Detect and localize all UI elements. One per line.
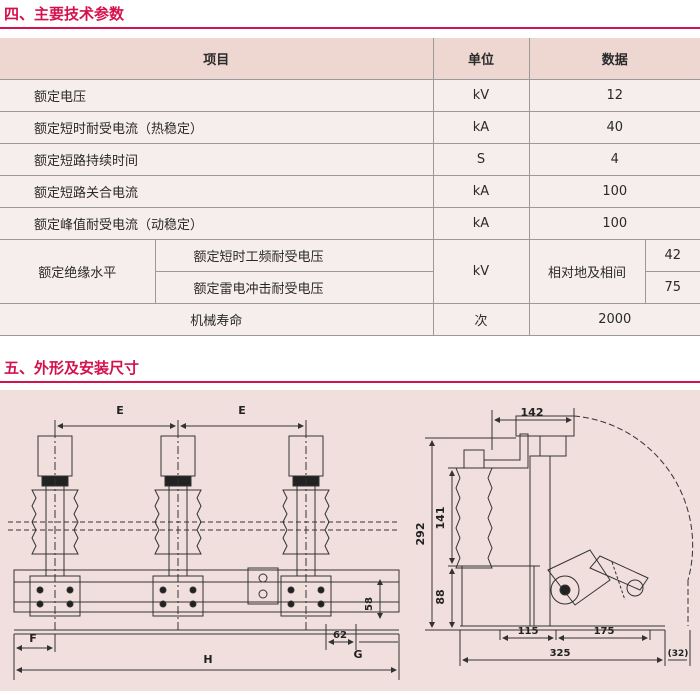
dim-label-f: F [29, 632, 37, 645]
row-unit: S [432, 143, 530, 176]
insulation-unit: kV [432, 239, 530, 304]
parameters-table: 项目 单位 数据 额定电压 kV 12 额定短时耐受电流（热稳定） kA 40 … [0, 38, 700, 336]
front-view [8, 420, 400, 680]
header-data: 数据 [528, 38, 700, 80]
dim-label-141: 141 [434, 507, 447, 530]
row-item: 额定短时耐受电流（热稳定） [0, 111, 434, 144]
dimension-drawing: E E F H G 62 58 [8, 404, 694, 680]
dim-label-e2: E [238, 404, 246, 417]
section-title-dimensions: 五、外形及安装尺寸 [4, 359, 140, 377]
table-row: 额定短时耐受电流（热稳定） kA 40 [0, 111, 700, 144]
table-row: 额定峰值耐受电流（动稳定） kA 100 [0, 207, 700, 240]
dim-label-62: 62 [333, 630, 347, 641]
insulation-sub-value: 75 [644, 271, 700, 304]
row-value: 100 [528, 207, 700, 240]
dim-label-e1: E [116, 404, 124, 417]
pole-3 [280, 430, 332, 630]
row-unit: 次 [432, 303, 530, 336]
row-item: 额定峰值耐受电流（动稳定） [0, 207, 434, 240]
dim-label-325: 325 [550, 648, 571, 659]
row-value: 40 [528, 111, 700, 144]
row-item: 机械寿命 [0, 303, 434, 336]
dim-label-88: 88 [434, 589, 447, 604]
section-title-parameters: 四、主要技术参数 [4, 5, 125, 23]
table-row: 额定绝缘水平 额定短时工频耐受电压 kV 相对地及相间 42 [0, 239, 700, 304]
dim-label-292: 292 [414, 523, 427, 546]
insulation-sub-item: 额定短时工频耐受电压 [154, 239, 434, 272]
side-view [425, 408, 694, 666]
table-row: 额定雷电冲击耐受电压 75 [0, 271, 700, 304]
dimension-drawing-panel: E E F H G 62 58 [0, 390, 700, 691]
insulation-sub-value: 42 [644, 239, 700, 272]
row-value: 12 [528, 79, 700, 112]
dim-label-58: 58 [364, 597, 375, 611]
insulation-label: 额定绝缘水平 [0, 239, 156, 304]
row-item: 额定短路关合电流 [0, 175, 434, 208]
row-value: 4 [528, 143, 700, 176]
row-unit: kV [432, 79, 530, 112]
table-row: 机械寿命 次 2000 [0, 303, 700, 336]
section-divider [0, 27, 700, 29]
pole-2 [152, 430, 204, 630]
row-unit: kA [432, 111, 530, 144]
dim-label-142: 142 [521, 406, 544, 419]
insulation-condition: 相对地及相间 [528, 239, 646, 304]
row-unit: kA [432, 207, 530, 240]
row-item: 额定电压 [0, 79, 434, 112]
dim-label-g: G [353, 648, 362, 661]
dim-label-175: 175 [594, 626, 615, 637]
section-divider [0, 381, 700, 383]
row-item: 额定短路持续时间 [0, 143, 434, 176]
dim-label-115: 115 [518, 626, 539, 637]
row-unit: kA [432, 175, 530, 208]
row-value: 100 [528, 175, 700, 208]
table-row: 额定电压 kV 12 [0, 79, 700, 112]
insulation-sub-item: 额定雷电冲击耐受电压 [155, 271, 434, 304]
pole-1 [29, 430, 81, 630]
header-unit: 单位 [432, 38, 530, 80]
row-value: 2000 [528, 303, 700, 336]
table-row: 额定短路关合电流 kA 100 [0, 175, 700, 208]
dim-label-32: (32) [668, 649, 689, 659]
table-header-row: 项目 单位 数据 [0, 38, 700, 80]
dim-label-h: H [203, 653, 212, 666]
table-row: 额定短路持续时间 S 4 [0, 143, 700, 176]
header-item: 项目 [0, 38, 434, 80]
